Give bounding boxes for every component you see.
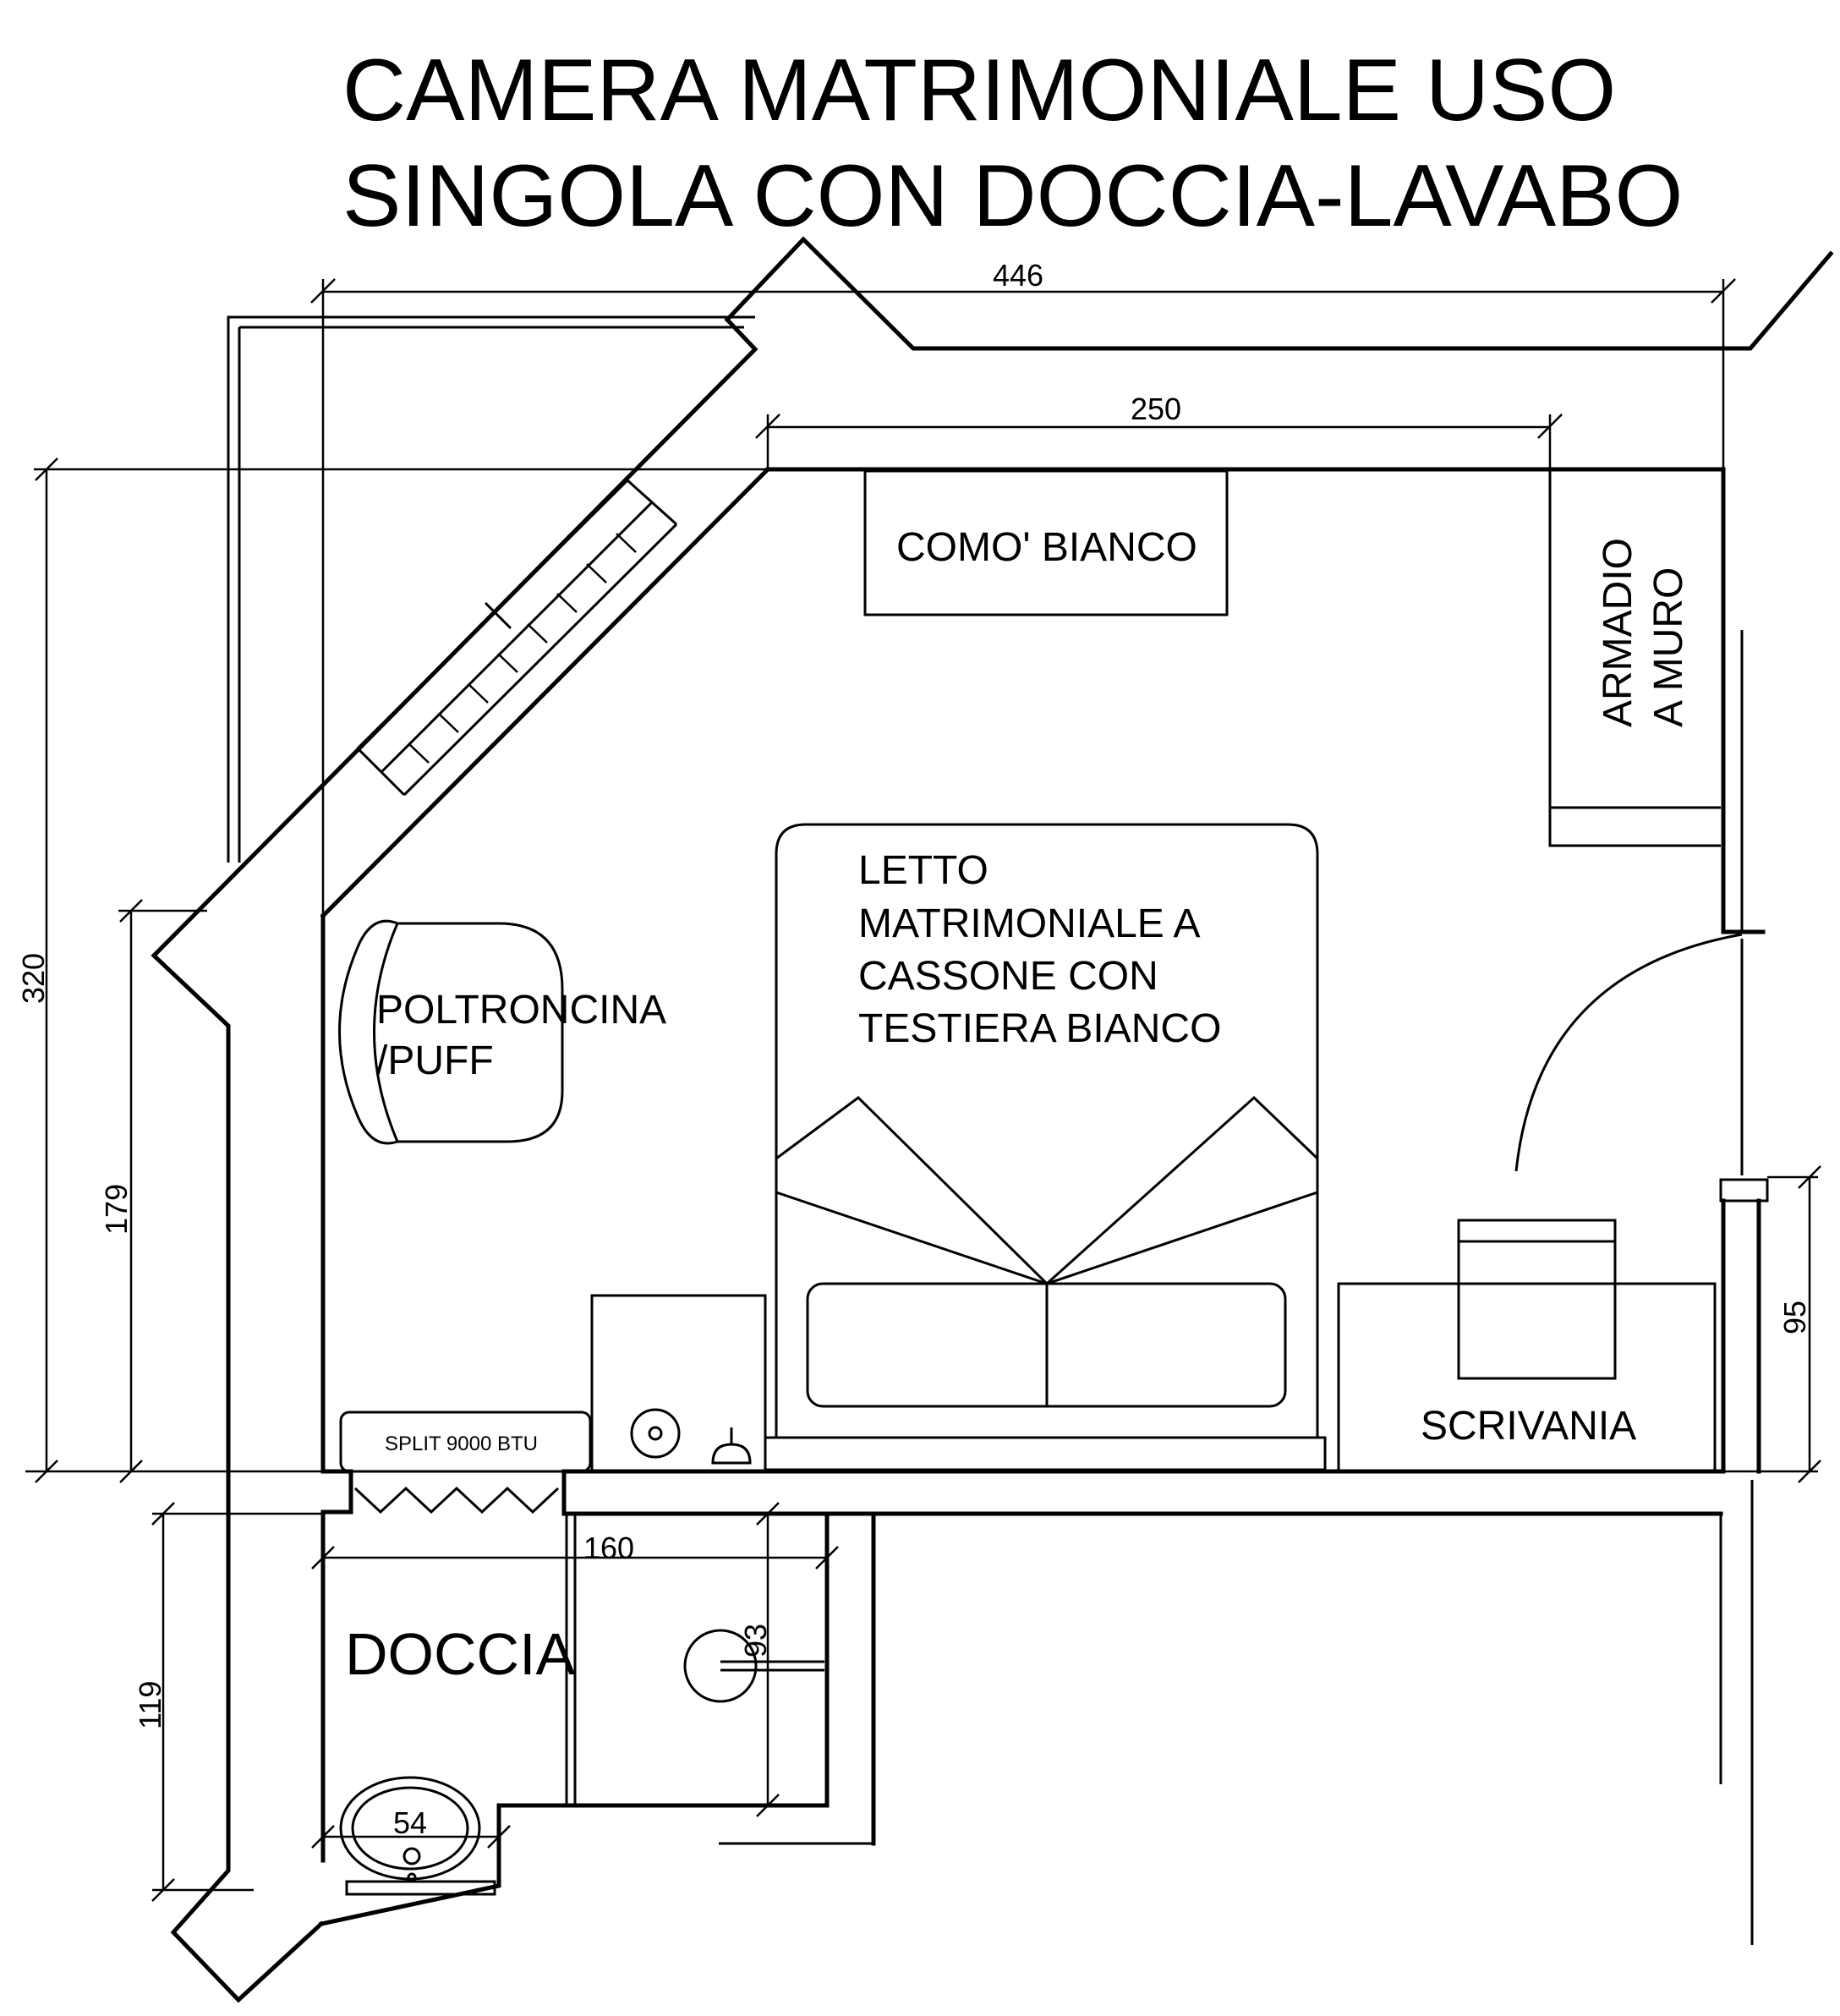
- doccia-label: DOCCIA: [345, 1621, 576, 1687]
- dim-250: 250: [1131, 392, 1181, 426]
- letto-matrimoniale: LETTO MATRIMONIALE A CASSONE CON TESTIER…: [764, 823, 1327, 1471]
- poltroncina-puff: POLTRONCINA /PUFF: [338, 919, 666, 1145]
- dim-95: 95: [1777, 1301, 1812, 1334]
- plan-title-line-1: CAMERA MATRIMONIALE USO: [342, 41, 1617, 140]
- bathroom: DOCCIA: [339, 1621, 824, 1896]
- dim-93: 93: [738, 1624, 773, 1657]
- floor-drain: [683, 1629, 758, 1703]
- scrivania-label: SCRIVANIA: [1421, 1404, 1636, 1449]
- split-label: SPLIT 9000 BTU: [385, 1433, 538, 1455]
- comodino: [590, 1294, 767, 1473]
- letto-label-3: CASSONE CON: [858, 954, 1158, 999]
- door: [1514, 933, 1743, 1172]
- poltroncina-label-1: POLTRONCINA: [376, 988, 666, 1033]
- washbasin: [339, 1776, 496, 1896]
- plan-title-line-2: SINGOLA CON DOCCIA-LAVABO: [342, 147, 1684, 245]
- como-label: COMO' BIANCO: [896, 525, 1197, 570]
- dim-54: 54: [393, 1805, 427, 1840]
- scrivania: SCRIVANIA: [1337, 1219, 1717, 1473]
- poltroncina-label-2: /PUFF: [376, 1038, 494, 1083]
- dim-446: 446: [993, 258, 1043, 293]
- dim-119: 119: [133, 1681, 167, 1729]
- dim-160: 160: [583, 1531, 634, 1565]
- armadio-label-2: A MURO: [1646, 567, 1691, 727]
- split-unit: SPLIT 9000 BTU: [339, 1411, 592, 1473]
- dim-320: 320: [16, 953, 51, 1004]
- armadio-a-muro: ARMADIO A MURO: [1548, 471, 1721, 847]
- dimension-lines: 446 250 320 179 119 95: [16, 258, 1821, 1902]
- como-bianco: COMO' BIANCO: [863, 469, 1229, 616]
- dim-179: 179: [99, 1184, 134, 1235]
- armadio-label-1: ARMADIO: [1596, 538, 1640, 727]
- window-with-blind: [356, 479, 678, 797]
- letto-label-2: MATRIMONIALE A: [858, 901, 1201, 946]
- walls: [151, 236, 1834, 2003]
- letto-label-1: LETTO: [858, 848, 988, 893]
- letto-label-4: TESTIERA BIANCO: [858, 1006, 1221, 1051]
